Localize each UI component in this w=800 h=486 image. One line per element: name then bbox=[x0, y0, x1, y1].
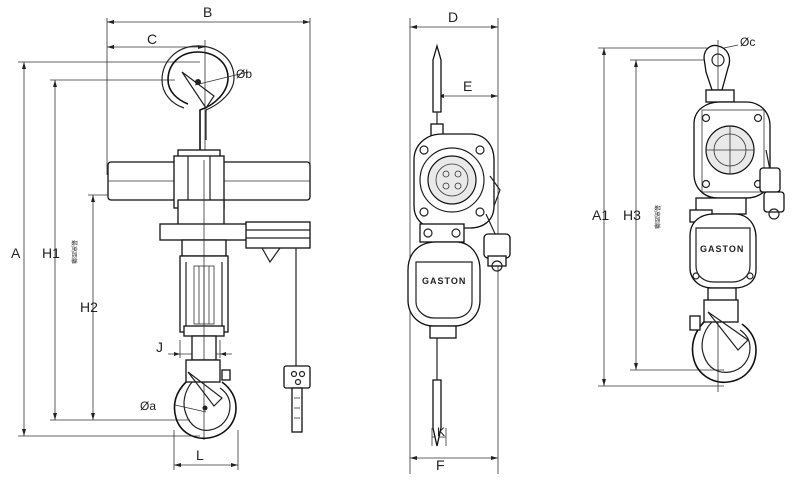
dim-label-j: J bbox=[156, 339, 163, 355]
brand-label-side: GASTON bbox=[422, 276, 466, 286]
dim-label-h1: H1 bbox=[42, 245, 60, 261]
front-view bbox=[18, 18, 311, 470]
dim-label-d: D bbox=[448, 9, 458, 25]
dim-label-f: F bbox=[436, 457, 445, 473]
dim-label-e: E bbox=[463, 78, 472, 94]
dim-label-a: A bbox=[11, 245, 21, 261]
note-min-distance-1: 最高距離 bbox=[70, 240, 78, 264]
dim-label-a1: A1 bbox=[592, 207, 609, 223]
side-view: GASTON bbox=[407, 18, 511, 474]
dim-label-b: B bbox=[203, 4, 212, 20]
note-min-distance-2: 最高距離 bbox=[653, 205, 661, 229]
dim-label-h3: H3 bbox=[623, 207, 641, 223]
brand-label-hook: GASTON bbox=[700, 244, 744, 254]
dim-label-k: K bbox=[437, 425, 445, 439]
dim-label-c: C bbox=[147, 31, 157, 47]
dim-label-h2: H2 bbox=[80, 299, 98, 315]
dim-label-l: L bbox=[196, 447, 204, 463]
dim-label-phi-a: Øa bbox=[140, 399, 156, 413]
dim-label-phi-c: Øc bbox=[740, 35, 755, 49]
hook-view: GASTON bbox=[598, 40, 785, 392]
dim-label-phi-b: Øb bbox=[236, 67, 252, 81]
